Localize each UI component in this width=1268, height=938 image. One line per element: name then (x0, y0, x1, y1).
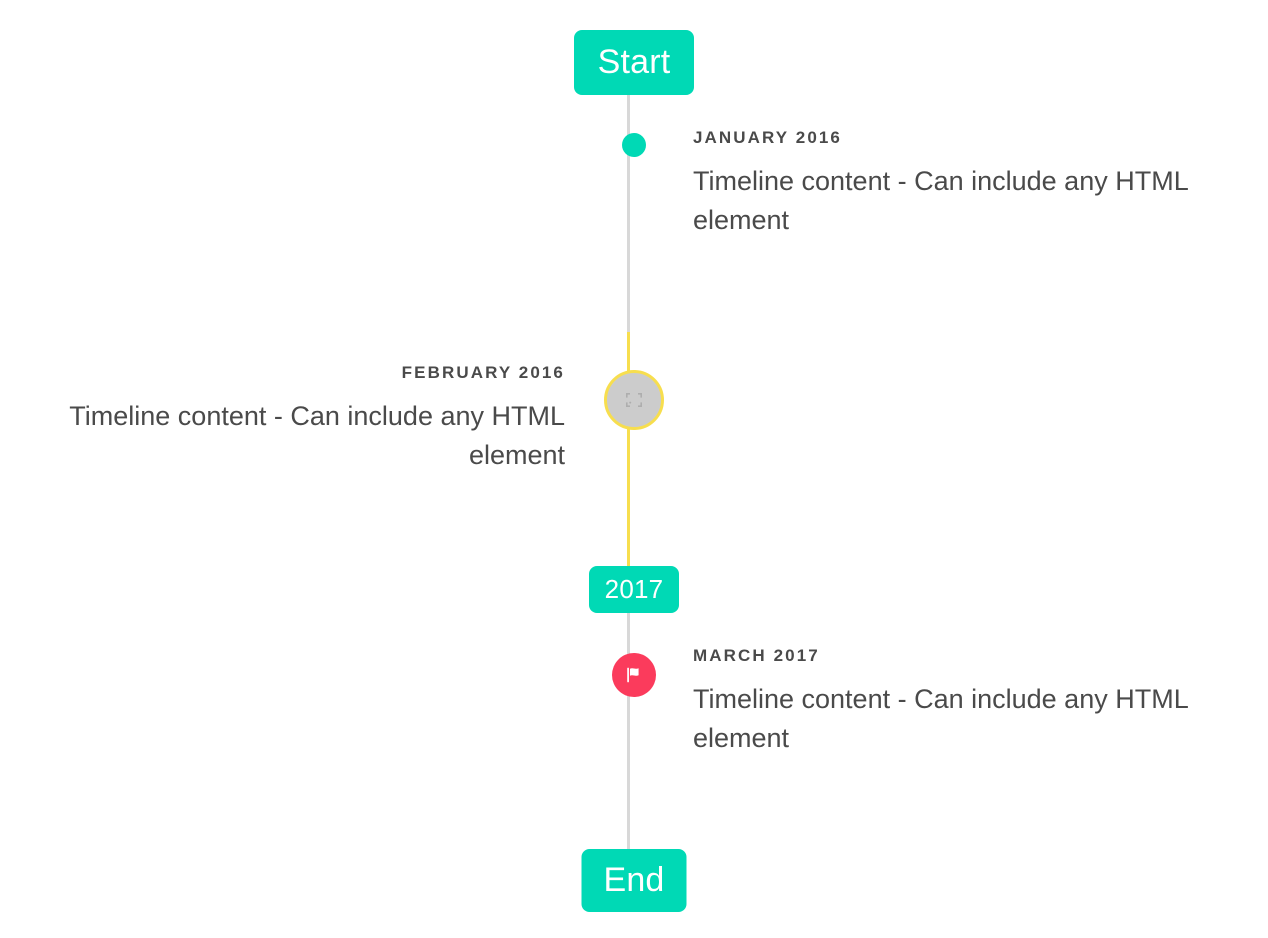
timeline-event-date: January 2016 (693, 128, 842, 147)
timeline-event-body: Timeline content - Can include any HTML … (693, 166, 1188, 235)
timeline-spine-lower (627, 613, 630, 849)
timeline-event-date: February 2016 (401, 363, 565, 382)
timeline-marker-dot[interactable] (622, 133, 646, 157)
flag-icon (627, 667, 639, 683)
timeline-event-content-february: February 2016 Timeline content - Can inc… (0, 363, 629, 474)
timeline-marker-flag[interactable] (612, 653, 656, 697)
timeline-spine-highlight (627, 332, 630, 566)
timeline-end-badge[interactable]: End (581, 849, 687, 912)
timeline-spine-upper (627, 95, 630, 332)
timeline-event-january-2016: January 2016 Timeline content - Can incl… (0, 128, 1268, 239)
broken-image-icon (626, 393, 642, 407)
timeline-year-label: 2017 (604, 574, 664, 604)
timeline-event-content-january: January 2016 Timeline content - Can incl… (629, 128, 1258, 239)
timeline-event-body: Timeline content - Can include any HTML … (69, 401, 565, 470)
timeline-year-badge-2017[interactable]: 2017 (589, 566, 679, 613)
timeline-end-label: End (603, 861, 665, 899)
timeline-event-date: March 2017 (693, 646, 820, 665)
timeline-start-label: Start (597, 43, 671, 81)
timeline-event-february-2016: February 2016 Timeline content - Can inc… (0, 363, 1268, 474)
timeline-start-badge[interactable]: Start (574, 30, 694, 95)
timeline-event-march-2017: March 2017 Timeline content - Can includ… (0, 646, 1268, 757)
timeline-event-body: Timeline content - Can include any HTML … (693, 684, 1188, 753)
timeline-marker-image[interactable] (604, 370, 664, 430)
timeline-event-content-march: March 2017 Timeline content - Can includ… (629, 646, 1258, 757)
